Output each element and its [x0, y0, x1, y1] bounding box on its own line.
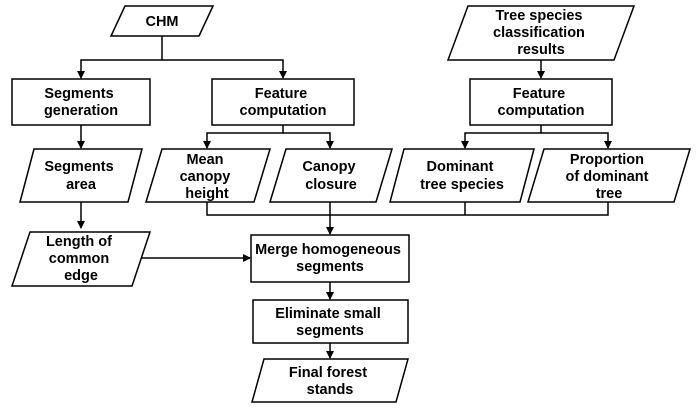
feature-computation-line: Feature [255, 86, 307, 102]
edge-feature-computation-to-proportion [541, 132, 612, 149]
svg-text:CHM: CHM [145, 14, 178, 30]
chm-node-line: CHM [145, 14, 178, 30]
eliminate-small-node: Eliminate small segments [252, 299, 409, 344]
mean-canopy-height-line: Mean [186, 152, 223, 168]
final-forest-stands-node: Final forest stands [251, 358, 409, 403]
edge-chm-to-feature-computation [162, 59, 287, 79]
edge-feature-computation-to-mean-height [203, 125, 284, 149]
length-common-edge-line: common [49, 251, 109, 267]
segments-area-node: Segments area [19, 148, 143, 203]
edge-feature-computation-to-dominant-species [461, 125, 542, 149]
edge-features-collector [206, 202, 609, 216]
edge-feature-computation-to-canopy-closure [283, 132, 334, 149]
svg-text:Segments generation: Segments generation [44, 86, 118, 119]
chm-node: CHM [109, 5, 215, 37]
segments-area-line: area [66, 177, 97, 193]
svg-text:Canopy closure: Canopy closure [302, 159, 359, 193]
svg-text:Eliminate small segm: Eliminate small segments [275, 306, 385, 339]
proportion-dominant-tree-node: Proportion of dominant tree [526, 148, 692, 203]
svg-text:Feature computation: Feature computation [240, 86, 327, 119]
final-forest-stands-line: stands [307, 382, 354, 398]
feature-computation-node: Feature computation [211, 78, 355, 126]
tree-species-results-line: Tree species [495, 8, 582, 24]
feature-computation-line: Feature [513, 86, 565, 102]
tree-species-results-line: classification [493, 25, 585, 41]
eliminate-small-line: Eliminate small [275, 306, 381, 322]
eliminate-small-line: segments [296, 323, 364, 339]
svg-text:Feature computation: Feature computation [498, 86, 585, 119]
merge-homogeneous-line: Merge homogeneous [255, 242, 401, 258]
proportion-dominant-tree-line: of dominant [566, 169, 649, 185]
proportion-dominant-tree-line: Proportion [570, 152, 644, 168]
proportion-dominant-tree-line: tree [596, 186, 623, 202]
merge-homogeneous-line: segments [296, 259, 364, 275]
svg-text:Mean canopy: Mean canopy height [180, 152, 235, 202]
segments-generation-line: generation [44, 103, 118, 119]
dominant-tree-species-node: Dominant tree species [389, 148, 535, 203]
mean-canopy-height-node: Mean canopy height [144, 148, 272, 203]
dominant-tree-species-line: Dominant [427, 159, 494, 175]
canopy-closure-node: Canopy closure [268, 148, 394, 203]
tree-species-results-node: Tree species classification results [446, 5, 636, 61]
svg-text:Length of common: Length of common edge [46, 234, 116, 284]
svg-text:Proportion of domina: Proportion of dominant tree [566, 152, 653, 202]
merge-homogeneous-node: Merge homogeneous segments [250, 234, 410, 283]
mean-canopy-height-line: height [185, 186, 229, 202]
svg-text:Dominant tree specie: Dominant tree species [420, 159, 504, 193]
edge-chm-to-segments-generation [77, 36, 163, 79]
length-common-edge-line: edge [64, 268, 98, 284]
feature-computation-line: computation [498, 103, 585, 119]
mean-canopy-height-line: canopy [180, 169, 231, 185]
feature-computation-line: computation [240, 103, 327, 119]
canopy-closure-line: Canopy [302, 159, 355, 175]
tree-species-results-line: results [517, 42, 565, 58]
final-forest-stands-line: Final forest [289, 365, 367, 381]
feature-computation-node: Feature computation [469, 78, 613, 126]
svg-text:Merge homogeneous se: Merge homogeneous segments [255, 242, 405, 275]
segments-generation-node: Segments generation [11, 78, 151, 126]
svg-text:Final forest stands: Final forest stands [289, 365, 371, 398]
segments-generation-line: Segments [44, 86, 113, 102]
length-common-edge-line: Length of [46, 234, 112, 250]
dominant-tree-species-line: tree species [420, 177, 504, 193]
svg-text:Tree species classif: Tree species classification results [493, 8, 589, 58]
svg-text:Segments area: Segments area [44, 159, 117, 193]
segments-area-line: Segments [44, 159, 113, 175]
canopy-closure-line: closure [305, 177, 357, 193]
connectors [77, 36, 612, 359]
length-common-edge-node: Length of common edge [10, 231, 152, 287]
